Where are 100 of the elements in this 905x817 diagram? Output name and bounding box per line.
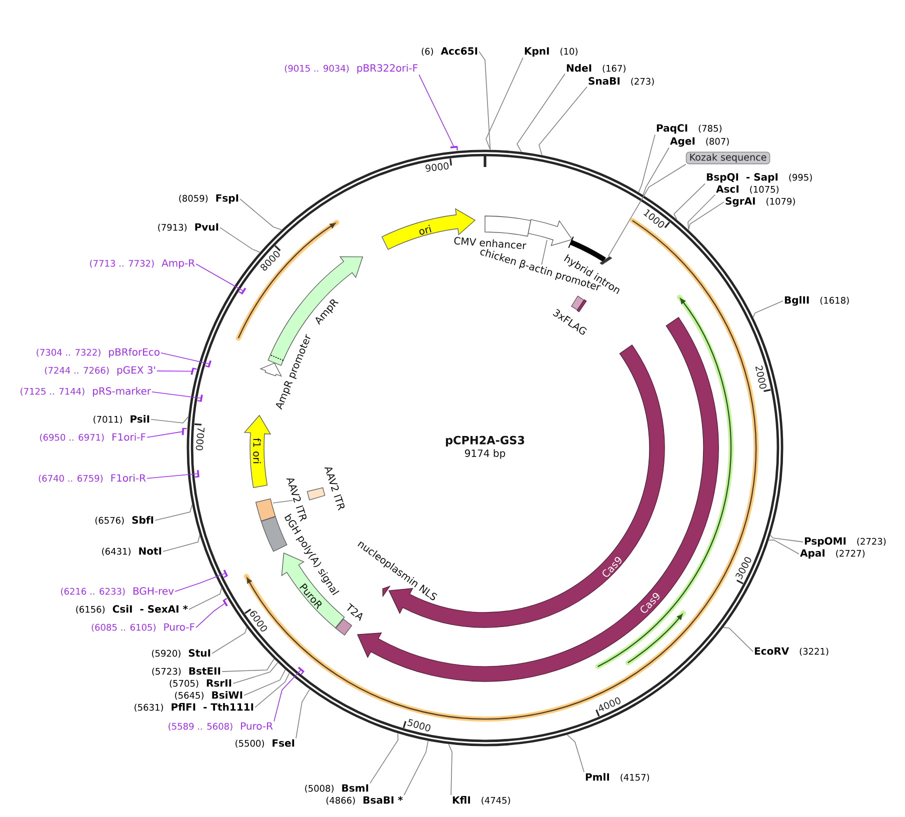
primer-label: (7125 .. 7144) pRS-marker (20, 387, 152, 397)
primer-mark (450, 146, 458, 150)
leader-line (566, 734, 584, 772)
site-label: PaqCI (785) (656, 124, 722, 134)
primer-label: (7304 .. 7322) pBRforEco (36, 348, 160, 358)
leader-line (448, 744, 452, 796)
site-label: AgeI (807) (670, 137, 729, 147)
primer-label: (6950 .. 6971) F1ori-F (40, 433, 146, 442)
leader-line (752, 300, 784, 318)
site-label: (5008) BsmI (305, 784, 368, 793)
primer-mark (223, 570, 228, 578)
tick-label: 9000 (426, 162, 449, 172)
site-label: BspQI - SapI (995) (706, 173, 812, 183)
site-label: KpnI (10) (524, 47, 578, 57)
leader-line (272, 500, 294, 504)
primer-label: (9015 .. 9034) pBR322ori-F (284, 64, 418, 74)
tick-label: 5000 (407, 718, 430, 732)
site-label: (5500) FseI (236, 739, 294, 748)
leader-line (222, 658, 274, 672)
leader-line (674, 183, 706, 220)
site-label: (4866) BsaBI * (326, 796, 403, 805)
site-label: SgrAI (1079) (726, 197, 795, 207)
primer-mark (194, 470, 200, 478)
leader-line (296, 689, 310, 739)
primer-label: (7244 .. 7266) pGEX 3' (45, 366, 156, 376)
leader-line (478, 51, 491, 150)
site-label: EcoRV (3221) (754, 647, 828, 656)
leader-line (770, 534, 804, 542)
site-label: PmlI (4157) (586, 773, 650, 782)
primer-label: (6085 .. 6105) Puro-F (92, 623, 194, 632)
primer-mark (222, 598, 228, 606)
primer-label: (6216 .. 6233) BGH-rev (61, 587, 174, 596)
site-label: (5645) BsiWI (175, 691, 242, 700)
site-label: NdeI (167) (566, 64, 626, 73)
leader-line (174, 573, 226, 592)
leader-line (146, 473, 198, 479)
site-label: (6576) SbfI (95, 516, 154, 525)
tick-label: 4000 (599, 697, 620, 711)
leader-line (274, 670, 301, 722)
leader-line (196, 264, 244, 291)
leader-line (188, 588, 222, 610)
leader-line (240, 198, 282, 230)
site-label: (7011) PsiI (94, 415, 150, 424)
leader-line (688, 194, 716, 230)
site-label: BglII (1618) (784, 296, 849, 306)
leader-line (160, 352, 210, 364)
site-label: (6) Acc65I (422, 47, 478, 56)
leader-line (486, 57, 524, 150)
feature-bar: f1 ori (244, 415, 271, 488)
feature-tag: Kozak sequence (686, 152, 770, 164)
leader-line (642, 147, 670, 196)
tick-label: 7000 (196, 428, 205, 450)
leader-line (162, 534, 200, 552)
leader-line (254, 672, 290, 708)
primer-mark (182, 428, 187, 436)
leader-line (370, 732, 398, 784)
tick-label: 2000 (755, 366, 766, 389)
site-label: (6156) CsiI - SexAI * (76, 605, 188, 614)
leader-line (404, 740, 428, 796)
leader-line (220, 227, 260, 253)
leader-line (516, 73, 566, 152)
leader-line (150, 416, 189, 424)
primer-mark (197, 394, 203, 402)
leader-line (541, 240, 548, 265)
site-label: (5920) StuI (152, 649, 210, 658)
primer-label: (5589 .. 5608) Puro-R (168, 722, 273, 731)
primer-mark (205, 360, 212, 368)
primer-label: (7713 .. 7732) Amp-R (90, 259, 195, 269)
site-label: (7913) PvuI (158, 223, 218, 232)
leader-line (538, 86, 588, 156)
primer-label: (6740 .. 6759) F1ori-R (38, 474, 146, 483)
leader-line (418, 74, 454, 147)
site-label: PspOMI (2723) (804, 537, 886, 547)
tick-label: 3000 (735, 557, 752, 580)
leader-line (232, 662, 278, 684)
site-label: (5723) BstEII (152, 667, 220, 676)
leader-line (152, 391, 201, 399)
leader-line (688, 202, 724, 230)
leader-line (722, 627, 754, 652)
leader-line (638, 134, 656, 193)
leader-line (146, 431, 182, 438)
site-label: (8059) FspI (179, 194, 238, 204)
leader-line (154, 504, 192, 521)
primer-mark (298, 666, 304, 675)
site-label: (5705) RsrII (170, 679, 232, 688)
site-label: (5631) PflFI - Tth111I (134, 703, 254, 712)
primer-mark (238, 288, 246, 294)
site-label: KflI (4745) (452, 796, 510, 805)
leader-line (196, 603, 225, 628)
primer-mark (190, 368, 197, 375)
feature-label: AAV2 ITR (324, 468, 345, 511)
leader-line (212, 627, 248, 654)
site-label: SnaBI (273) (588, 77, 654, 86)
leader-line (156, 370, 192, 372)
site-label: AscI (1075) (716, 185, 778, 194)
leader-line (244, 669, 286, 696)
leader-line (768, 540, 800, 554)
site-label: (6431) NotI (102, 547, 162, 556)
leader-line (608, 164, 686, 257)
site-label: ApaI (2727) (800, 549, 865, 559)
